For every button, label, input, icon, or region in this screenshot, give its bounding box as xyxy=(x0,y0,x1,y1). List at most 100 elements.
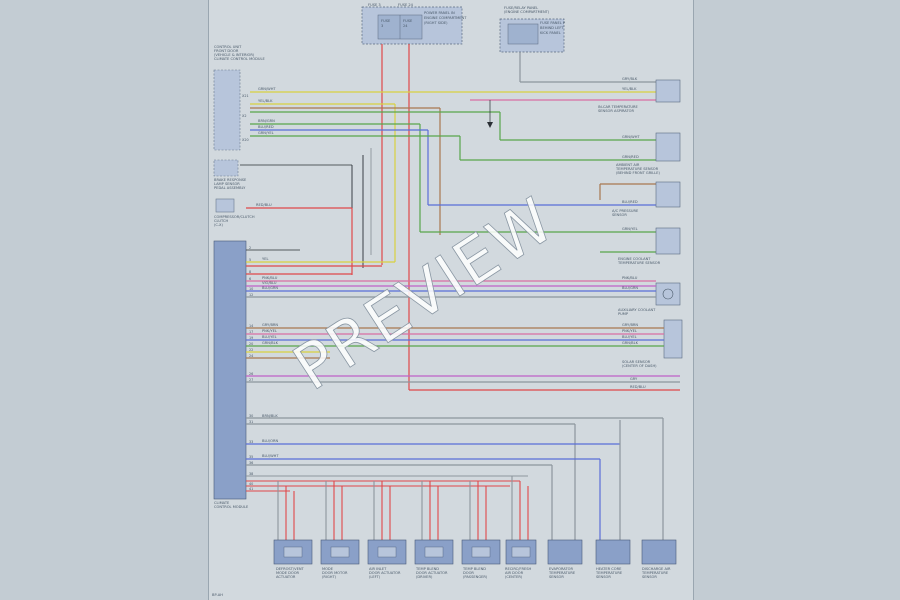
climate-control-module: CLIMATE CONTROL MODULE xyxy=(213,240,249,509)
svg-text:RED/BLU: RED/BLU xyxy=(630,385,646,389)
svg-text:BLU/YEL: BLU/YEL xyxy=(262,335,277,339)
right-pump: AUXILIARY COOLANT PUMP xyxy=(618,282,681,316)
svg-text:TEMP BLEND: TEMP BLEND xyxy=(415,567,439,571)
svg-text:PNK/BLU: PNK/BLU xyxy=(262,276,278,280)
wire-color-tags: GRN/WHT YEL/BLK BRN/GRN BLU/RED GRN/YEL … xyxy=(256,77,646,458)
fuse-block-power-panel: FUSE 3 FUSE 24 POWER PANEL IN ENGINE COM… xyxy=(361,3,467,45)
svg-text:10: 10 xyxy=(249,287,253,291)
svg-text:BLU/RED: BLU/RED xyxy=(258,125,274,129)
svg-text:BLU/GRN: BLU/GRN xyxy=(262,286,278,290)
svg-text:DOOR ACTUATOR: DOOR ACTUATOR xyxy=(369,571,401,575)
svg-text:DEFROST/VENT: DEFROST/VENT xyxy=(276,567,305,571)
svg-text:CLUTCH: CLUTCH xyxy=(214,219,228,223)
svg-text:26: 26 xyxy=(249,372,253,376)
svg-text:A/C PRESSURE: A/C PRESSURE xyxy=(612,209,639,213)
svg-text:YEL/BLK: YEL/BLK xyxy=(258,99,273,103)
svg-text:BLU/GRN: BLU/GRN xyxy=(622,286,638,290)
bottom-actuators xyxy=(273,539,677,565)
svg-text:6: 6 xyxy=(249,277,251,281)
svg-text:SENSOR ASPIRATOR: SENSOR ASPIRATOR xyxy=(598,109,635,113)
svg-text:(BEHIND FRONT GRILLE): (BEHIND FRONT GRILLE) xyxy=(616,171,661,175)
svg-text:GRY/BLK: GRY/BLK xyxy=(622,77,638,81)
svg-text:36: 36 xyxy=(249,461,253,465)
svg-text:AUXILIARY COOLANT: AUXILIARY COOLANT xyxy=(618,308,656,312)
svg-text:GRN/BLK: GRN/BLK xyxy=(622,341,639,345)
svg-text:YEL: YEL xyxy=(262,257,268,261)
svg-text:GRN/WHT: GRN/WHT xyxy=(258,87,276,91)
svg-text:BLU/ORN: BLU/ORN xyxy=(262,439,278,443)
svg-text:3: 3 xyxy=(381,24,383,28)
svg-text:PNK/YEL: PNK/YEL xyxy=(622,329,637,333)
svg-text:TEMPERATURE SENSOR: TEMPERATURE SENSOR xyxy=(617,261,661,265)
svg-text:ENGINE COMPARTMENT: ENGINE COMPARTMENT xyxy=(424,16,467,20)
svg-text:GRN/BLK: GRN/BLK xyxy=(262,341,279,345)
svg-text:TEMPERATURE SENSOR: TEMPERATURE SENSOR xyxy=(615,167,659,171)
svg-text:BLU/YEL: BLU/YEL xyxy=(622,335,637,339)
svg-text:SENSOR: SENSOR xyxy=(549,575,564,579)
svg-text:20: 20 xyxy=(249,342,253,346)
svg-text:GRN/YEL: GRN/YEL xyxy=(622,227,638,231)
svg-text:DOOR MOTOR: DOOR MOTOR xyxy=(322,571,348,575)
left-module-small: BRAKE RESPONSE LAMP SENSOR PEDAL ASSEMBL… xyxy=(213,159,247,190)
svg-text:24: 24 xyxy=(403,24,408,28)
svg-text:40: 40 xyxy=(249,482,253,486)
svg-text:COMPRESSOR/CLUTCH: COMPRESSOR/CLUTCH xyxy=(214,215,255,219)
bottom-wires xyxy=(246,475,529,540)
svg-text:FUSE PANEL P: FUSE PANEL P xyxy=(540,21,566,25)
svg-text:CONTROL MODULE: CONTROL MODULE xyxy=(214,505,249,509)
svg-text:(ENGINE COMPARTMENT): (ENGINE COMPARTMENT) xyxy=(504,10,550,14)
svg-text:5: 5 xyxy=(249,258,251,262)
svg-text:31: 31 xyxy=(249,420,253,424)
svg-text:SENSOR: SENSOR xyxy=(612,213,627,217)
svg-text:X2: X2 xyxy=(242,114,246,118)
svg-text:X21: X21 xyxy=(242,94,249,98)
svg-text:17: 17 xyxy=(249,330,253,334)
svg-text:HEATER CORE: HEATER CORE xyxy=(596,567,622,571)
svg-text:(CENTER OF DASH): (CENTER OF DASH) xyxy=(622,364,657,368)
svg-text:CLIMATE CONTROL MODULE: CLIMATE CONTROL MODULE xyxy=(214,57,265,61)
svg-text:PNK/BLU: PNK/BLU xyxy=(622,276,638,280)
fuse-block-relay-panel: FUSE/RELAY PANEL (ENGINE COMPARTMENT) FU… xyxy=(499,6,566,53)
svg-text:41: 41 xyxy=(249,487,253,491)
svg-text:EVAPORATOR: EVAPORATOR xyxy=(549,567,574,571)
svg-text:PNK/YEL: PNK/YEL xyxy=(262,329,277,333)
top-wires xyxy=(240,81,656,262)
svg-text:27: 27 xyxy=(249,378,253,382)
svg-text:AIR DOOR: AIR DOOR xyxy=(505,571,524,575)
svg-text:FUSE 24: FUSE 24 xyxy=(398,3,414,7)
svg-text:BRN/GRN: BRN/GRN xyxy=(258,119,275,123)
svg-text:DOOR: DOOR xyxy=(463,571,474,575)
svg-text:ENGINE COOLANT: ENGINE COOLANT xyxy=(618,257,651,261)
svg-text:(RIGHT SIDE): (RIGHT SIDE) xyxy=(424,21,448,25)
svg-text:MODE DOOR: MODE DOOR xyxy=(276,571,300,575)
svg-text:24: 24 xyxy=(249,354,253,358)
svg-text:PEDAL ASSEMBLY: PEDAL ASSEMBLY xyxy=(214,186,246,190)
svg-text:30: 30 xyxy=(249,414,253,418)
svg-text:8: 8 xyxy=(249,270,251,274)
svg-text:BLU/RED: BLU/RED xyxy=(622,200,638,204)
svg-text:DISCHARGE AIR: DISCHARGE AIR xyxy=(642,567,671,571)
svg-text:38: 38 xyxy=(249,472,253,476)
svg-text:FUSE: FUSE xyxy=(403,19,413,23)
svg-text:TEMPERATURE: TEMPERATURE xyxy=(641,571,669,575)
svg-text:ACTUATOR: ACTUATOR xyxy=(276,575,296,579)
svg-text:(CENTER): (CENTER) xyxy=(505,575,523,579)
svg-text:GRY/BRN: GRY/BRN xyxy=(622,323,638,327)
svg-text:GRY/BRN: GRY/BRN xyxy=(262,323,278,327)
mid-wires xyxy=(246,207,680,540)
svg-text:TEMPERATURE: TEMPERATURE xyxy=(595,571,623,575)
svg-text:MODE: MODE xyxy=(322,567,334,571)
svg-text:SENSOR: SENSOR xyxy=(596,575,611,579)
svg-text:PUMP: PUMP xyxy=(618,312,629,316)
svg-text:BLU/WHT: BLU/WHT xyxy=(262,454,279,458)
svg-text:22: 22 xyxy=(249,348,253,352)
svg-text:35: 35 xyxy=(249,455,253,459)
svg-text:FUSE: FUSE xyxy=(381,19,391,23)
svg-text:12: 12 xyxy=(249,293,253,297)
svg-text:BEHIND LEFT: BEHIND LEFT xyxy=(540,26,564,30)
svg-text:DOOR ACTUATOR: DOOR ACTUATOR xyxy=(416,571,448,575)
trunk-wires xyxy=(351,44,521,390)
svg-text:KICK PANEL: KICK PANEL xyxy=(540,31,561,35)
